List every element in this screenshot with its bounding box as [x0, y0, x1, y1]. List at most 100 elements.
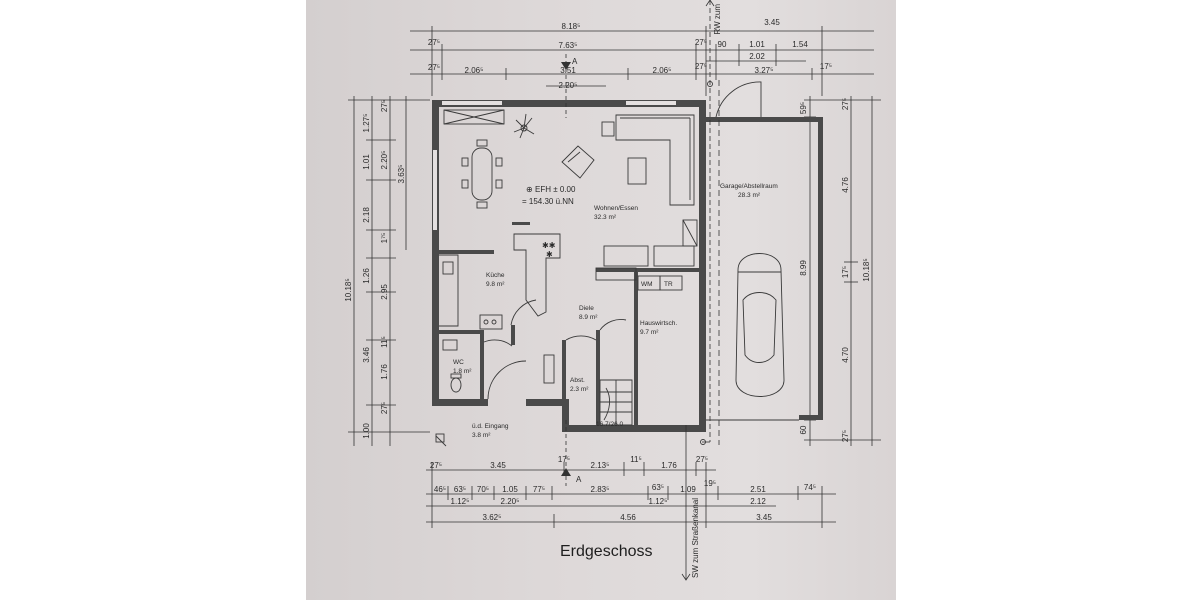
house-walls: [432, 100, 706, 432]
dim-right-2b: 4.76: [841, 177, 850, 193]
label-wm: WM: [641, 281, 653, 288]
car-icon: [735, 253, 785, 397]
right-dimension-chain: 59⁵ 8.99 60 27⁵ 4.76 17⁵ 4.70 27⁵ 10.18⁵: [799, 96, 881, 446]
dim-right-1c: 60: [799, 425, 808, 434]
plan-title: Erdgeschoss: [560, 543, 653, 560]
sofa-icon: [615, 114, 695, 206]
dim-top-2b: 7.63⁵: [559, 41, 578, 50]
room-wohnen-area: 32.3 m²: [594, 214, 617, 221]
dining-table-icon: [461, 139, 503, 209]
dim-top-4d: 2.06⁵: [653, 66, 672, 75]
dim-left-2c: 2.18: [362, 207, 371, 223]
room-wc-name: WC: [453, 359, 464, 366]
dim-bot-2c: 70⁵: [477, 485, 489, 494]
dim-bot-3d: 2.12: [750, 497, 766, 506]
staircase-icon: [599, 379, 633, 426]
dim-top-4f: 3.27⁵: [755, 66, 774, 75]
dim-left-3e: 11⁵: [380, 336, 389, 348]
dim-top-4a: 27⁵: [428, 63, 440, 72]
dim-bot-4c: 3.45: [756, 513, 772, 522]
dim-right-2e: 27⁵: [841, 430, 850, 442]
dim-left-total: 10.18⁵: [344, 278, 353, 301]
dim-top-1b: 3.45: [764, 18, 780, 27]
dim-top-2d: 90: [718, 40, 727, 49]
dim-right-2d: 4.70: [841, 347, 850, 363]
wc-sink-icon: [442, 339, 458, 351]
section-marker-top: A: [572, 57, 578, 66]
dim-bot-4a: 3.62⁵: [483, 513, 502, 522]
room-kueche-area: 9.8 m²: [486, 281, 505, 288]
dim-top-4b: 2.06⁵: [465, 66, 484, 75]
dim-bot-2d: 1.05: [502, 485, 518, 494]
dim-bot-1e: 11⁵: [630, 455, 642, 464]
efh-level: EFH ± 0.00: [535, 185, 576, 194]
dim-top-3a: 2.02: [749, 52, 765, 61]
room-eingang-name: ü.d. Eingang: [472, 423, 509, 430]
room-hauswirt-area: 9.7 m²: [640, 329, 659, 336]
section-markers: A A: [561, 54, 582, 486]
dim-bot-2b: 63⁵: [454, 485, 466, 494]
dim-left-2b: 1.01: [362, 154, 371, 170]
room-abst-area: 2.3 m²: [570, 386, 589, 393]
room-garage-name: Garage/Abstellraum: [720, 183, 778, 190]
dim-bot-2e: 77⁵: [533, 485, 545, 494]
dim-left-3g: 27⁵: [380, 402, 389, 414]
plan-photo: 8.18⁵ 3.45 27⁵ 7.63⁵ 27⁵ 90 1.01 1.54 2.…: [306, 0, 896, 600]
dryer-icon: [659, 275, 683, 291]
dim-bot-1d: 2.13⁵: [591, 461, 610, 470]
dim-left-3a: 27⁵: [380, 100, 389, 112]
plant-icon: [513, 113, 535, 139]
entrance-door-icon: [487, 360, 527, 400]
interior-walls: [439, 222, 699, 425]
sw-label: SW zum Straßenkanal: [691, 498, 700, 578]
room-wc-area: 1.8 m²: [453, 368, 472, 375]
dim-left-3c: 1⁷⁵: [380, 233, 389, 244]
room-hauswirt-name: Hauswirtsch.: [640, 320, 677, 327]
dim-top-4e: 27⁵: [695, 62, 707, 71]
dim-right-total: 10.18⁵: [862, 258, 871, 281]
kitchen-island-icon: ✱✱ ✱: [513, 233, 561, 317]
room-garage-area: 28.3 m²: [738, 192, 761, 199]
dim-left-2e: 3.46: [362, 347, 371, 363]
dim-right-1a: 59⁵: [799, 102, 808, 114]
dim-top-2f: 1.54: [792, 40, 808, 49]
toilet-icon: [450, 377, 462, 393]
svg-text:✱: ✱: [546, 250, 553, 259]
dim-top-1a: 8.18⁵: [562, 22, 581, 31]
side-table-icon: [601, 121, 615, 137]
oven-icon: [479, 314, 503, 330]
label-tr: TR: [664, 281, 673, 288]
dim-right-1b: 8.99: [799, 260, 808, 276]
bottom-dimension-chain: 27⁵ 3.45 17⁵ 2.13⁵ 11⁵ 1.76 27⁵ 46⁵ 63⁵ …: [426, 455, 836, 528]
dim-top-4c: 3.51: [560, 66, 576, 75]
dim-left-3d: 2.95: [380, 284, 389, 300]
dim-left-3f: 1.76: [380, 364, 389, 380]
dim-bot-2f: 2.83⁵: [591, 485, 610, 494]
room-eingang-area: 3.8 m²: [472, 432, 491, 439]
room-kueche-name: Küche: [486, 272, 505, 279]
dim-bot-2a: 46⁵: [434, 485, 446, 494]
garage: [706, 80, 823, 445]
room-labels: ⊕ EFH ± 0.00 = 154.30 ü.NN Wohnen/Essen …: [453, 183, 778, 439]
dim-bot-1c: 17⁵: [558, 455, 570, 464]
room-abst-name: Abst.: [570, 377, 585, 384]
dim-bot-2j: 2.51: [750, 485, 766, 494]
dim-bot-1f: 1.76: [661, 461, 677, 470]
drain-lines: RW zum SW zum Straßenkanal: [681, 0, 722, 581]
dim-right-2a: 27⁵: [841, 98, 850, 110]
room-diele-name: Diele: [579, 305, 594, 312]
dim-top-4g: 17⁵: [820, 62, 832, 71]
dim-left-2a: 1.27⁵: [362, 114, 371, 133]
nn-level: = 154.30 ü.NN: [522, 197, 574, 206]
dim-bot-3a: 1.12⁵: [451, 497, 470, 506]
kitchen-sink-icon: [442, 261, 454, 275]
dim-bot-1b: 3.45: [490, 461, 506, 470]
armchair-icon: [561, 145, 595, 179]
dim-left-2f: 1.00: [362, 423, 371, 439]
left-dimension-chain: 10.18⁵ 1.27⁵ 1.01 2.18 1.26 3.46 1.00 27…: [344, 96, 430, 446]
section-marker-bottom: A: [576, 475, 582, 484]
coffee-table-icon: [627, 157, 647, 185]
top-dimension-chain: 8.18⁵ 3.45 27⁵ 7.63⁵ 27⁵ 90 1.01 1.54 2.…: [410, 18, 874, 96]
dim-left-3b: 2.20⁵: [380, 151, 389, 170]
dim-bot-2i: 19⁵: [704, 479, 716, 488]
